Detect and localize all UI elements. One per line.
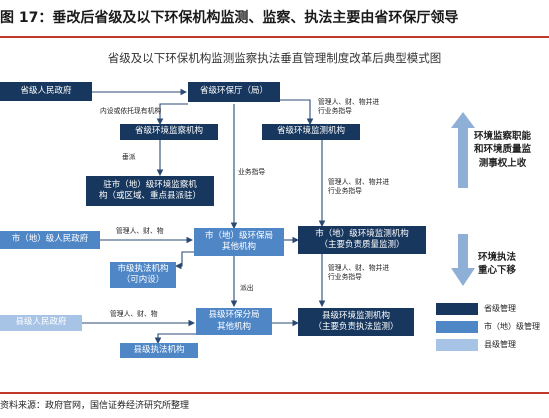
- provincial-monitoring-agency: 省级环境监测机构: [262, 124, 360, 140]
- city-epb: 市（地）级环保局 其他机构: [194, 228, 284, 256]
- city-government-label: 市（地）级人民政府: [11, 234, 89, 245]
- city-epb-line1: 市（地）级环保局: [204, 230, 273, 241]
- edge-label-hr-province-line1: 管理人、财、物并进: [318, 98, 380, 106]
- provincial-monitoring-label: 省级环境监测机构: [276, 126, 345, 137]
- resident-inspection-line2: 构（或区域、重点县派驻）: [98, 191, 201, 201]
- city-enforcement-line2: （可内设）: [121, 275, 165, 285]
- county-monitoring-line1: 县级环境监测机构: [321, 310, 390, 321]
- resident-inspection-agency: 驻市（地）级环境监察机 构（或区域、重点县派驻）: [86, 176, 214, 206]
- provincial-epb: 省级环保厅（局）: [188, 82, 280, 102]
- footer-rule: [0, 392, 549, 394]
- legend-label-county: 县级管理: [484, 340, 516, 349]
- edge-label-branch: 派出: [240, 284, 254, 292]
- county-enforcement-agency: 县级执法机构: [120, 343, 198, 358]
- city-monitoring-line2: （主要负责质量监测）: [319, 240, 405, 250]
- city-monitoring-agency: 市（地）级环境监测机构 （主要负责质量监测）: [298, 226, 426, 254]
- edge-label-hr-province-line2: 行业务指导: [318, 107, 352, 116]
- edge-label-hr-city-line1: 管理人、财、物并进: [328, 178, 390, 186]
- side-note-bottom-line1: 环境执法: [478, 252, 517, 263]
- county-monitoring-agency: 县级环境监测机构 （主要负责执法监测）: [298, 308, 414, 336]
- side-note-top: 环境监察职能 和环境质量监 测事权上收: [474, 130, 531, 170]
- edge-label-hr-city: 管理人、财、物并进 行业务指导: [328, 178, 389, 196]
- county-government-label: 县级人民政府: [15, 317, 67, 328]
- edge-label-hr-county-line1: 管理人、财、物并进: [328, 264, 390, 272]
- legend-label-province: 省级管理: [484, 304, 516, 313]
- edge-label-hr-city-line2: 行业务指导: [328, 187, 362, 196]
- side-note-top-line3: 测事权上收: [478, 157, 527, 169]
- edge-label-hr-county-line2: 行业务指导: [328, 273, 362, 282]
- edge-label-hr-county: 管理人、财、物并进 行业务指导: [328, 264, 389, 282]
- edge-label-hr-city-gov: 管理人、财、物: [116, 227, 164, 235]
- edge-label-business-guidance: 业务指导: [238, 168, 266, 176]
- city-monitoring-line1: 市（地）级环境监测机构: [315, 228, 409, 239]
- edge-label-hr-county-gov: 管理人、财、物: [110, 310, 158, 318]
- city-enforcement-agency: 市级执法机构 （可内设）: [110, 262, 176, 288]
- city-enforcement-line1: 市级执法机构: [117, 263, 169, 274]
- county-epb-branch: 县级环保分局 其他机构: [196, 308, 272, 335]
- side-note-bottom: 环境执法 重心下移: [478, 251, 516, 278]
- side-note-bottom-line2: 重心下移: [478, 265, 517, 277]
- side-note-top-line2: 和环境质量监: [474, 144, 532, 156]
- diagram-title: 省级及以下环保机构监测监察执法垂直管理制度改革后典型模式图: [107, 51, 442, 65]
- county-monitoring-line2: （主要负责执法监测）: [313, 322, 399, 332]
- title-rule: [0, 36, 549, 38]
- legend-label-city: 市（地）级管理: [484, 322, 540, 331]
- county-epb-line2: 其他机构: [216, 321, 251, 332]
- city-government: 市（地）级人民政府: [0, 231, 100, 249]
- provincial-government-label: 省级人民政府: [20, 85, 72, 96]
- edge-label-dispatch: 垂派: [122, 153, 136, 161]
- side-note-top-line1: 环境监察职能: [474, 131, 532, 142]
- legend-swatch-province: [436, 303, 478, 315]
- resident-inspection-line1: 驻市（地）级环境监察机: [103, 179, 197, 190]
- provincial-government: 省级人民政府: [0, 82, 92, 101]
- county-epb-line1: 县级环保分局: [208, 310, 260, 321]
- provincial-epb-label: 省级环保厅（局）: [199, 86, 268, 97]
- edge-label-hr-province: 管理人、财、物并进 行业务指导: [318, 98, 379, 116]
- source-note: 资料来源：政府官网，国信证券经济研究所整理: [0, 401, 190, 411]
- figure-title: 图 17：垂改后省级及以下环保机构监测、监察、执法主要由省环保厅领导: [0, 10, 459, 26]
- county-enforcement-label: 县级执法机构: [133, 344, 185, 355]
- provincial-inspection-label: 省级环境监察机构: [134, 126, 203, 137]
- legend-swatch-county: [436, 339, 478, 351]
- county-government: 县级人民政府: [0, 315, 82, 331]
- edge-label-internal: 内设或依托现有机构: [100, 107, 162, 115]
- city-epb-line2: 其他机构: [221, 242, 256, 252]
- provincial-inspection-agency: 省级环境监察机构: [120, 124, 218, 140]
- legend-swatch-city: [436, 321, 478, 333]
